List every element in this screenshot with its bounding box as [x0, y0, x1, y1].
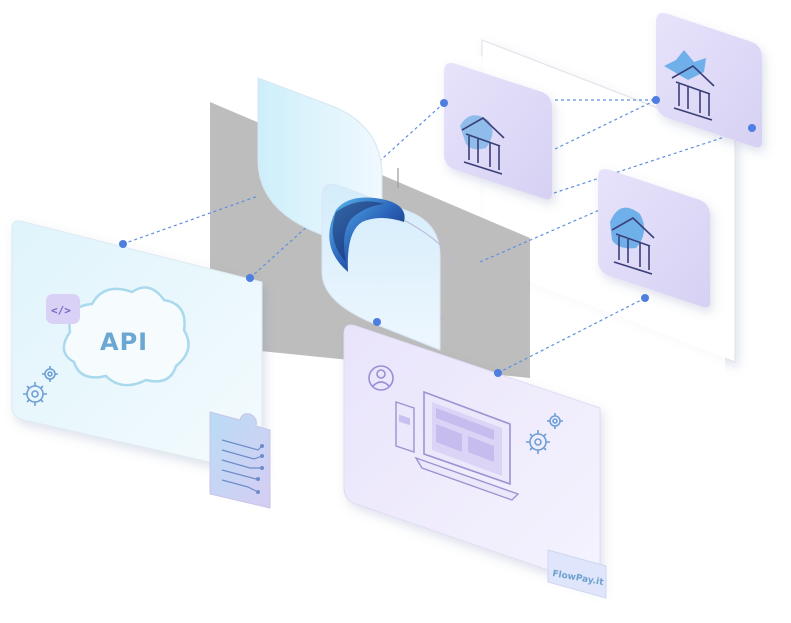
cloud-label: API	[100, 328, 148, 356]
chip-icon	[209, 411, 271, 509]
bank-card-3	[598, 169, 710, 308]
brand-badge: FlowPay.it	[547, 549, 607, 599]
gears-icon	[23, 366, 58, 406]
code-badge-label: </>	[51, 304, 71, 317]
cloud-icon: API	[62, 286, 190, 387]
bank-icon	[461, 117, 505, 175]
bank-icon	[671, 65, 715, 121]
laptop-icon	[414, 390, 520, 501]
bank-card-1	[444, 63, 552, 200]
gears-icon	[526, 413, 563, 454]
connector-dots	[119, 96, 756, 377]
bank-icon	[611, 217, 655, 275]
code-icon: </>	[46, 294, 80, 324]
user-icon	[368, 365, 394, 391]
phone-icon	[395, 401, 415, 453]
bank-card-2	[656, 13, 762, 148]
logo-icon	[329, 197, 405, 272]
